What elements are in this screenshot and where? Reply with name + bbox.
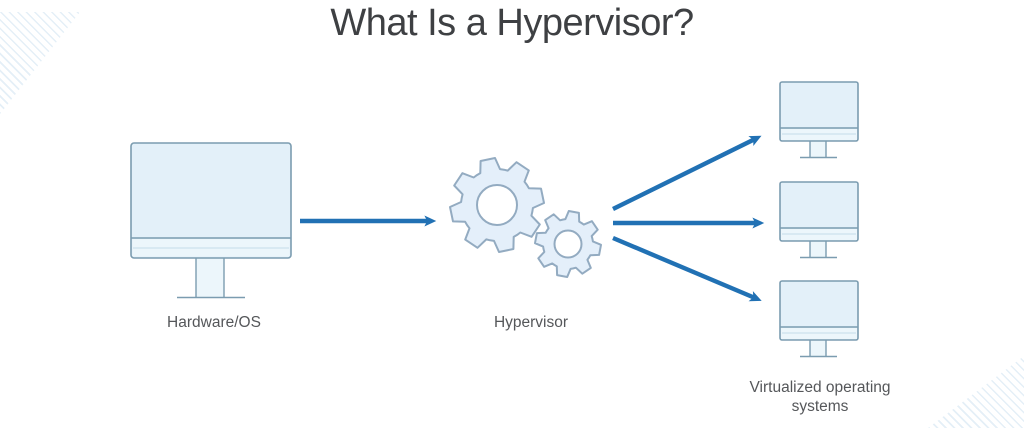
vm-monitor-icon-2 — [779, 181, 859, 259]
hypervisor-label: Hypervisor — [493, 314, 569, 331]
hardware-os-label: Hardware/OS — [167, 314, 261, 331]
arrow-hypervisor-to-vm3 — [612, 235, 762, 302]
hypervisor-gears-icon — [449, 157, 602, 278]
arrow-hypervisor-to-vm1 — [612, 135, 762, 211]
virtualized-os-label: Virtualized operating systems — [749, 379, 891, 415]
hardware-monitor-icon — [130, 142, 292, 299]
page-title: What Is a Hypervisor? — [330, 2, 694, 44]
vm-monitor-icon-3 — [779, 280, 859, 358]
vm-monitor-icon-1 — [779, 81, 859, 159]
